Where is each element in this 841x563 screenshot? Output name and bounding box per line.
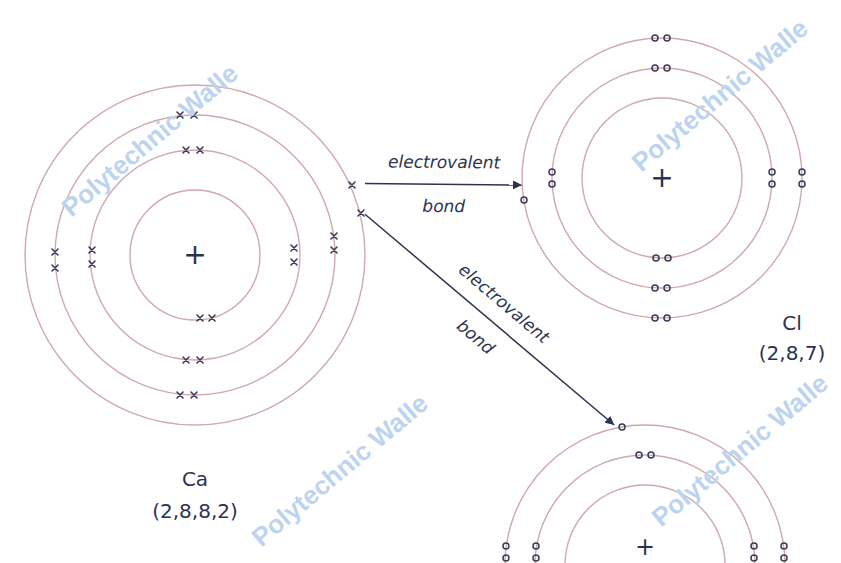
atom-label: Cl (2,8,7) bbox=[750, 308, 834, 368]
watermark: Polytechnic Walle bbox=[646, 367, 835, 532]
electron-cross bbox=[358, 210, 364, 216]
calcium-atom: +Ca (2,8,8,2) bbox=[25, 85, 365, 425]
electron-dot bbox=[652, 35, 658, 41]
nucleus-sign: + bbox=[522, 164, 802, 192]
electron-cross bbox=[52, 265, 58, 271]
atom-label: Ca (2,8,8,2) bbox=[140, 463, 250, 527]
electron-dot bbox=[652, 65, 658, 71]
electron-cross bbox=[291, 259, 297, 265]
electron-dot bbox=[549, 181, 555, 187]
electron-dot bbox=[653, 255, 659, 261]
electron-shell bbox=[25, 85, 365, 425]
electron-dot bbox=[533, 555, 539, 561]
electron-dot bbox=[533, 543, 539, 549]
electron-dot bbox=[652, 315, 658, 321]
electron-cross bbox=[197, 357, 203, 363]
electron-dot bbox=[648, 452, 654, 458]
watermark: Polytechnic Walle bbox=[246, 387, 435, 552]
electron-dot bbox=[664, 285, 670, 291]
electron-cross bbox=[177, 392, 183, 398]
nucleus-sign: + bbox=[505, 535, 785, 559]
electron-dot bbox=[665, 255, 671, 261]
electron-cross bbox=[183, 357, 189, 363]
electron-cross bbox=[89, 261, 95, 267]
electron-dot bbox=[664, 315, 670, 321]
electron-dot bbox=[751, 543, 757, 549]
watermark: Polytechnic Walle bbox=[56, 57, 245, 222]
electron-dot bbox=[503, 555, 509, 561]
electron-cross bbox=[197, 315, 203, 321]
electron-cross bbox=[331, 233, 337, 239]
electron-cross bbox=[331, 247, 337, 253]
electron-dot bbox=[549, 169, 555, 175]
electron-dot bbox=[619, 424, 625, 430]
nucleus-sign: + bbox=[25, 241, 365, 269]
bond-arrow bbox=[365, 184, 522, 185]
electron-cross bbox=[349, 182, 355, 188]
electron-dot bbox=[799, 181, 805, 187]
electron-dot bbox=[664, 35, 670, 41]
electron-dot bbox=[503, 543, 509, 549]
electron-dot bbox=[769, 169, 775, 175]
electron-dot bbox=[781, 555, 787, 561]
bond-label: electrovalent bond bbox=[368, 140, 519, 229]
electron-dot bbox=[799, 169, 805, 175]
watermark: Polytechnic Walle bbox=[626, 12, 815, 177]
electron-cross bbox=[191, 392, 197, 398]
electron-dot bbox=[521, 197, 527, 203]
electron-cross bbox=[209, 315, 215, 321]
electron-dot bbox=[781, 543, 787, 549]
electron-cross bbox=[291, 245, 297, 251]
electron-dot bbox=[751, 555, 757, 561]
electron-dot bbox=[769, 181, 775, 187]
electron-cross bbox=[197, 147, 203, 153]
electron-dot bbox=[652, 285, 658, 291]
electron-dot bbox=[636, 452, 642, 458]
electron-cross bbox=[183, 147, 189, 153]
electron-dot bbox=[664, 65, 670, 71]
electron-cross bbox=[52, 249, 58, 255]
electron-cross bbox=[89, 247, 95, 253]
bond-arrow bbox=[365, 214, 614, 425]
